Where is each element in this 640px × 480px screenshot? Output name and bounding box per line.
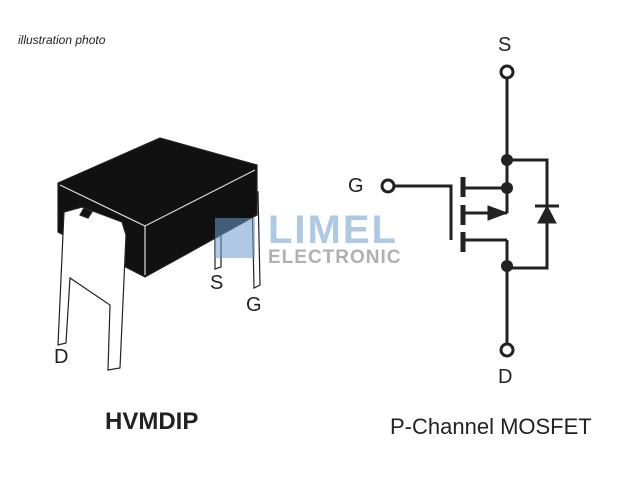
- schematic-pin-d-label: D: [498, 366, 513, 388]
- package-title: HVMDIP: [105, 408, 199, 435]
- watermark-line2: ELECTRONIC: [268, 247, 402, 268]
- caption: illustration photo: [18, 33, 106, 47]
- schematic-title: P-Channel MOSFET: [390, 414, 592, 439]
- package-pin-d-label: D: [54, 346, 69, 368]
- mosfet-schematic: [380, 64, 559, 358]
- watermark-logo: [215, 218, 255, 258]
- gate-terminal: [380, 178, 396, 194]
- drain-terminal: [499, 342, 515, 358]
- schematic-pin-s-label: S: [498, 34, 512, 56]
- source-terminal: [499, 64, 515, 80]
- schematic-pin-g-label: G: [348, 175, 364, 197]
- package-pin-g-label: G: [246, 294, 262, 316]
- package-pin-s-label: S: [210, 272, 224, 294]
- package-drawing: [57, 137, 261, 371]
- watermark-line1: LIMEL: [268, 208, 398, 252]
- pin-d-tab: [57, 206, 127, 371]
- body-diode-icon: [537, 204, 557, 224]
